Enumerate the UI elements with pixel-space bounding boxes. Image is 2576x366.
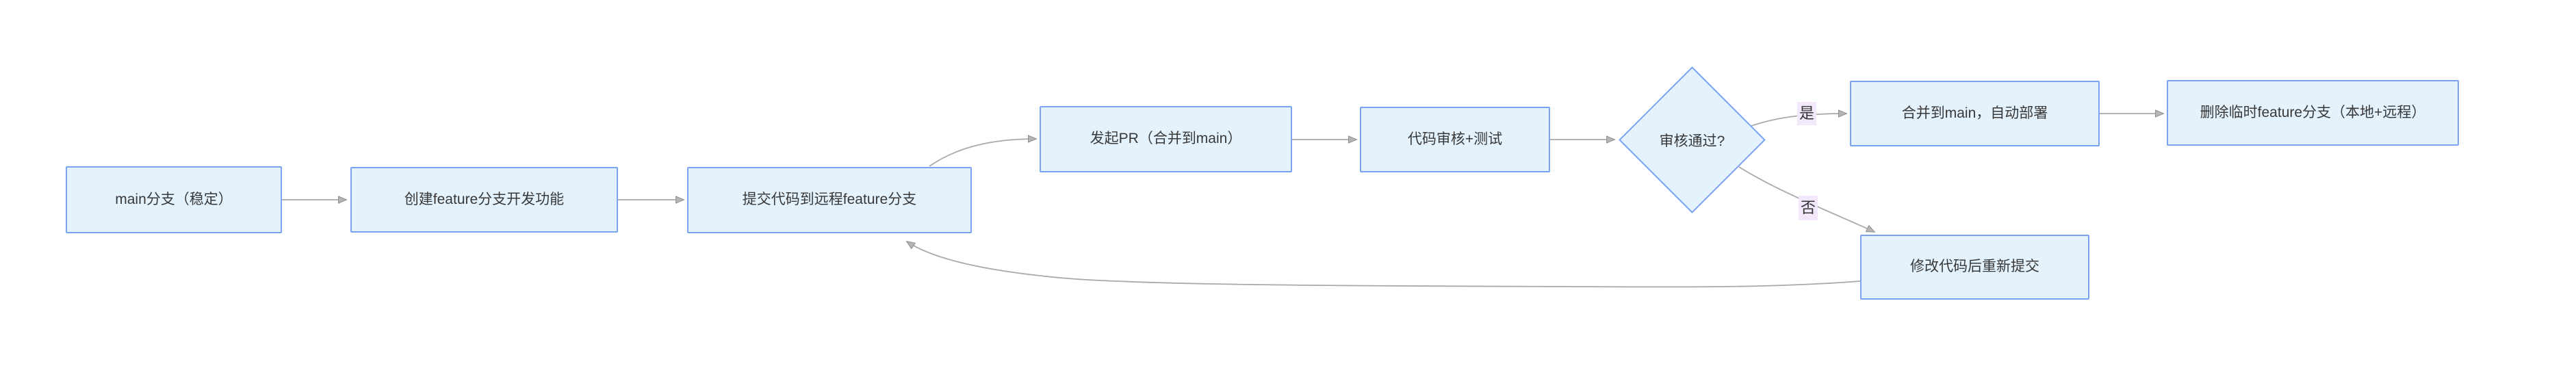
node-label: 修改代码后重新提交: [1910, 259, 2039, 275]
diamond-shape: [1619, 66, 1766, 213]
node-open-pr[interactable]: 发起PR（合并到main）: [1040, 106, 1292, 172]
node-label: 合并到main，自动部署: [1901, 105, 2048, 121]
node-create-feature-branch[interactable]: 创建feature分支开发功能: [350, 167, 618, 233]
node-label: 审核通过?: [1659, 133, 1725, 149]
node-review-passed[interactable]: 审核通过?: [1619, 66, 1766, 213]
edge-decision-yes-to-merge: [1751, 114, 1846, 127]
node-code-review-test[interactable]: 代码审核+测试: [1360, 107, 1550, 172]
edge-label-no[interactable]: 否: [1799, 196, 1818, 220]
edge-resubmit-back-to-push: [907, 241, 1861, 288]
node-push-to-remote[interactable]: 提交代码到远程feature分支: [687, 167, 972, 233]
node-label: 创建feature分支开发功能: [404, 191, 565, 207]
node-main-branch[interactable]: main分支（稳定）: [66, 166, 282, 233]
node-label: 代码审核+测试: [1407, 131, 1503, 147]
edge-label-yes[interactable]: 是: [1797, 102, 1816, 125]
node-delete-temp-branch[interactable]: 删除临时feature分支（本地+远程）: [2167, 80, 2459, 146]
node-resubmit-code[interactable]: 修改代码后重新提交: [1860, 235, 2089, 300]
node-label: 提交代码到远程feature分支: [742, 192, 917, 208]
node-merge-deploy[interactable]: 合并到main，自动部署: [1850, 81, 2100, 146]
node-label: 删除临时feature分支（本地+远程）: [2200, 104, 2426, 120]
edge-push-to-pr: [929, 139, 1036, 167]
node-label: 发起PR（合并到main）: [1090, 131, 1242, 147]
node-label: main分支（稳定）: [115, 191, 233, 207]
